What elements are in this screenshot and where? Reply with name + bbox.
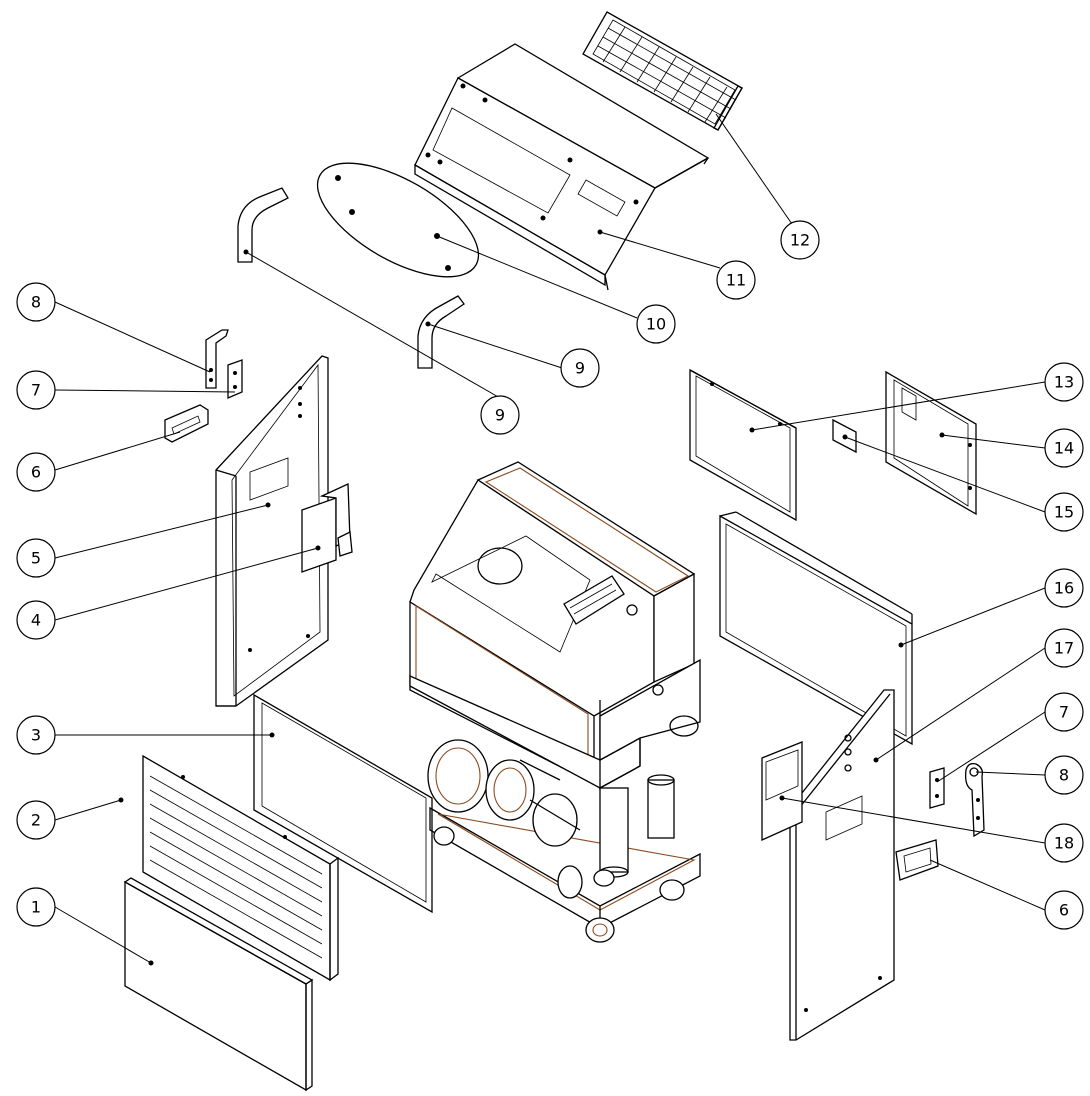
part-7-plate-right	[929, 767, 945, 809]
part-8-bracket-left	[205, 329, 229, 389]
part-14-access-panel	[885, 370, 977, 516]
callout-5: 5	[16, 538, 56, 578]
callout-13-label: 13	[1054, 373, 1074, 392]
part-3-filter-frame	[253, 693, 433, 914]
part-1-front-panel	[123, 877, 314, 1092]
part-6-handle-left	[164, 404, 209, 443]
callout-11: 11	[716, 260, 756, 300]
callout-9-lower-label: 9	[495, 406, 505, 425]
callout-12-label: 12	[790, 231, 810, 250]
callout-4: 4	[16, 600, 56, 640]
callout-18: 18	[1044, 823, 1084, 863]
central-machine-unit	[409, 461, 701, 943]
callout-2: 2	[16, 800, 56, 840]
callout-6-right: 6	[1044, 890, 1084, 930]
part-9-handle-lower	[417, 295, 465, 369]
callout-7-left-label: 7	[31, 381, 41, 400]
callout-3: 3	[16, 715, 56, 755]
callout-14-label: 14	[1054, 439, 1074, 458]
callout-11-label: 11	[726, 271, 746, 290]
part-9-handle-upper	[237, 187, 289, 263]
callout-6-right-label: 6	[1059, 901, 1069, 920]
callout-9-upper-label: 9	[575, 359, 585, 378]
part-15-small-plate	[832, 418, 857, 454]
part-13-rear-panel	[689, 368, 797, 522]
part-11-top-cover	[414, 43, 710, 291]
leader-lines	[54, 113, 1046, 964]
callout-16-label: 16	[1054, 579, 1074, 598]
part-7-plate-left	[227, 359, 243, 399]
part-10-screw-set	[316, 162, 480, 278]
callout-10-label: 10	[646, 315, 666, 334]
part-4-bracket	[301, 483, 353, 573]
callout-8-right: 8	[1044, 755, 1084, 795]
part-17-right-panel	[789, 689, 895, 1041]
callout-4-label: 4	[31, 611, 41, 630]
callout-18-label: 18	[1054, 834, 1074, 853]
part-18-bracket	[761, 741, 803, 842]
callout-7-right-label: 7	[1059, 703, 1069, 722]
callout-8-left-label: 8	[31, 293, 41, 312]
part-12-grille	[582, 11, 743, 131]
callout-7-right: 7	[1044, 692, 1084, 732]
part-6-handle-right	[895, 839, 939, 881]
part-5-left-panel	[215, 355, 329, 707]
callout-7-left: 7	[16, 370, 56, 410]
callout-9-lower: 9	[480, 395, 520, 435]
callout-8-left: 8	[16, 282, 56, 322]
callout-15-label: 15	[1054, 503, 1074, 522]
callout-5-label: 5	[31, 549, 41, 568]
callout-6-left: 6	[16, 452, 56, 492]
callout-8-right-label: 8	[1059, 766, 1069, 785]
callout-1-label: 1	[31, 898, 41, 917]
callout-17: 17	[1044, 628, 1084, 668]
callout-6-left-label: 6	[31, 463, 41, 482]
part-8-bracket-right	[964, 762, 985, 838]
callout-13: 13	[1044, 362, 1084, 402]
callout-1: 1	[16, 887, 56, 927]
callout-16: 16	[1044, 568, 1084, 608]
callout-2-label: 2	[31, 811, 41, 830]
part-2-louver-panel	[118, 754, 339, 982]
callout-17-label: 17	[1054, 639, 1074, 658]
part-16-side-panel	[719, 511, 913, 746]
callout-10: 10	[636, 304, 676, 344]
callout-3-label: 3	[31, 726, 41, 745]
callout-15: 15	[1044, 492, 1084, 532]
callout-14: 14	[1044, 428, 1084, 468]
callout-12: 12	[780, 220, 820, 260]
callout-9-upper: 9	[560, 348, 600, 388]
